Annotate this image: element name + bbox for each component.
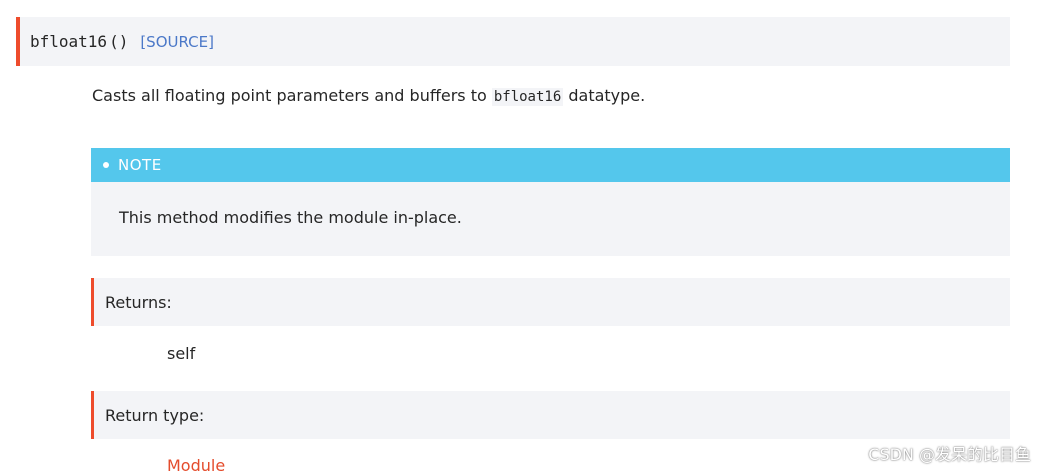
method-parens: () xyxy=(109,32,129,51)
method-description: Casts all floating point parameters and … xyxy=(92,84,645,109)
return-type-module-link[interactable]: Module xyxy=(167,456,226,473)
returns-value: self xyxy=(167,344,196,363)
note-bullet-icon xyxy=(103,162,109,168)
inline-code-bfloat16: bfloat16 xyxy=(491,88,564,106)
method-name: bfloat16 xyxy=(30,32,108,51)
note-title: NOTE xyxy=(118,156,162,174)
source-link[interactable]: [SOURCE] xyxy=(140,32,214,51)
csdn-watermark: CSDN @发呆的比目鱼 xyxy=(868,445,1031,464)
note-admonition: NOTE This method modifies the module in-… xyxy=(91,148,1010,256)
returns-field-label: Returns: xyxy=(91,278,1010,326)
description-prefix: Casts all floating point parameters and … xyxy=(92,86,492,105)
note-body: This method modifies the module in-place… xyxy=(119,208,462,227)
note-header: NOTE xyxy=(91,148,1010,182)
return-type-field-label: Return type: xyxy=(91,391,1010,439)
method-signature: bfloat16() [SOURCE] xyxy=(16,17,1010,66)
description-suffix: datatype. xyxy=(563,86,646,105)
